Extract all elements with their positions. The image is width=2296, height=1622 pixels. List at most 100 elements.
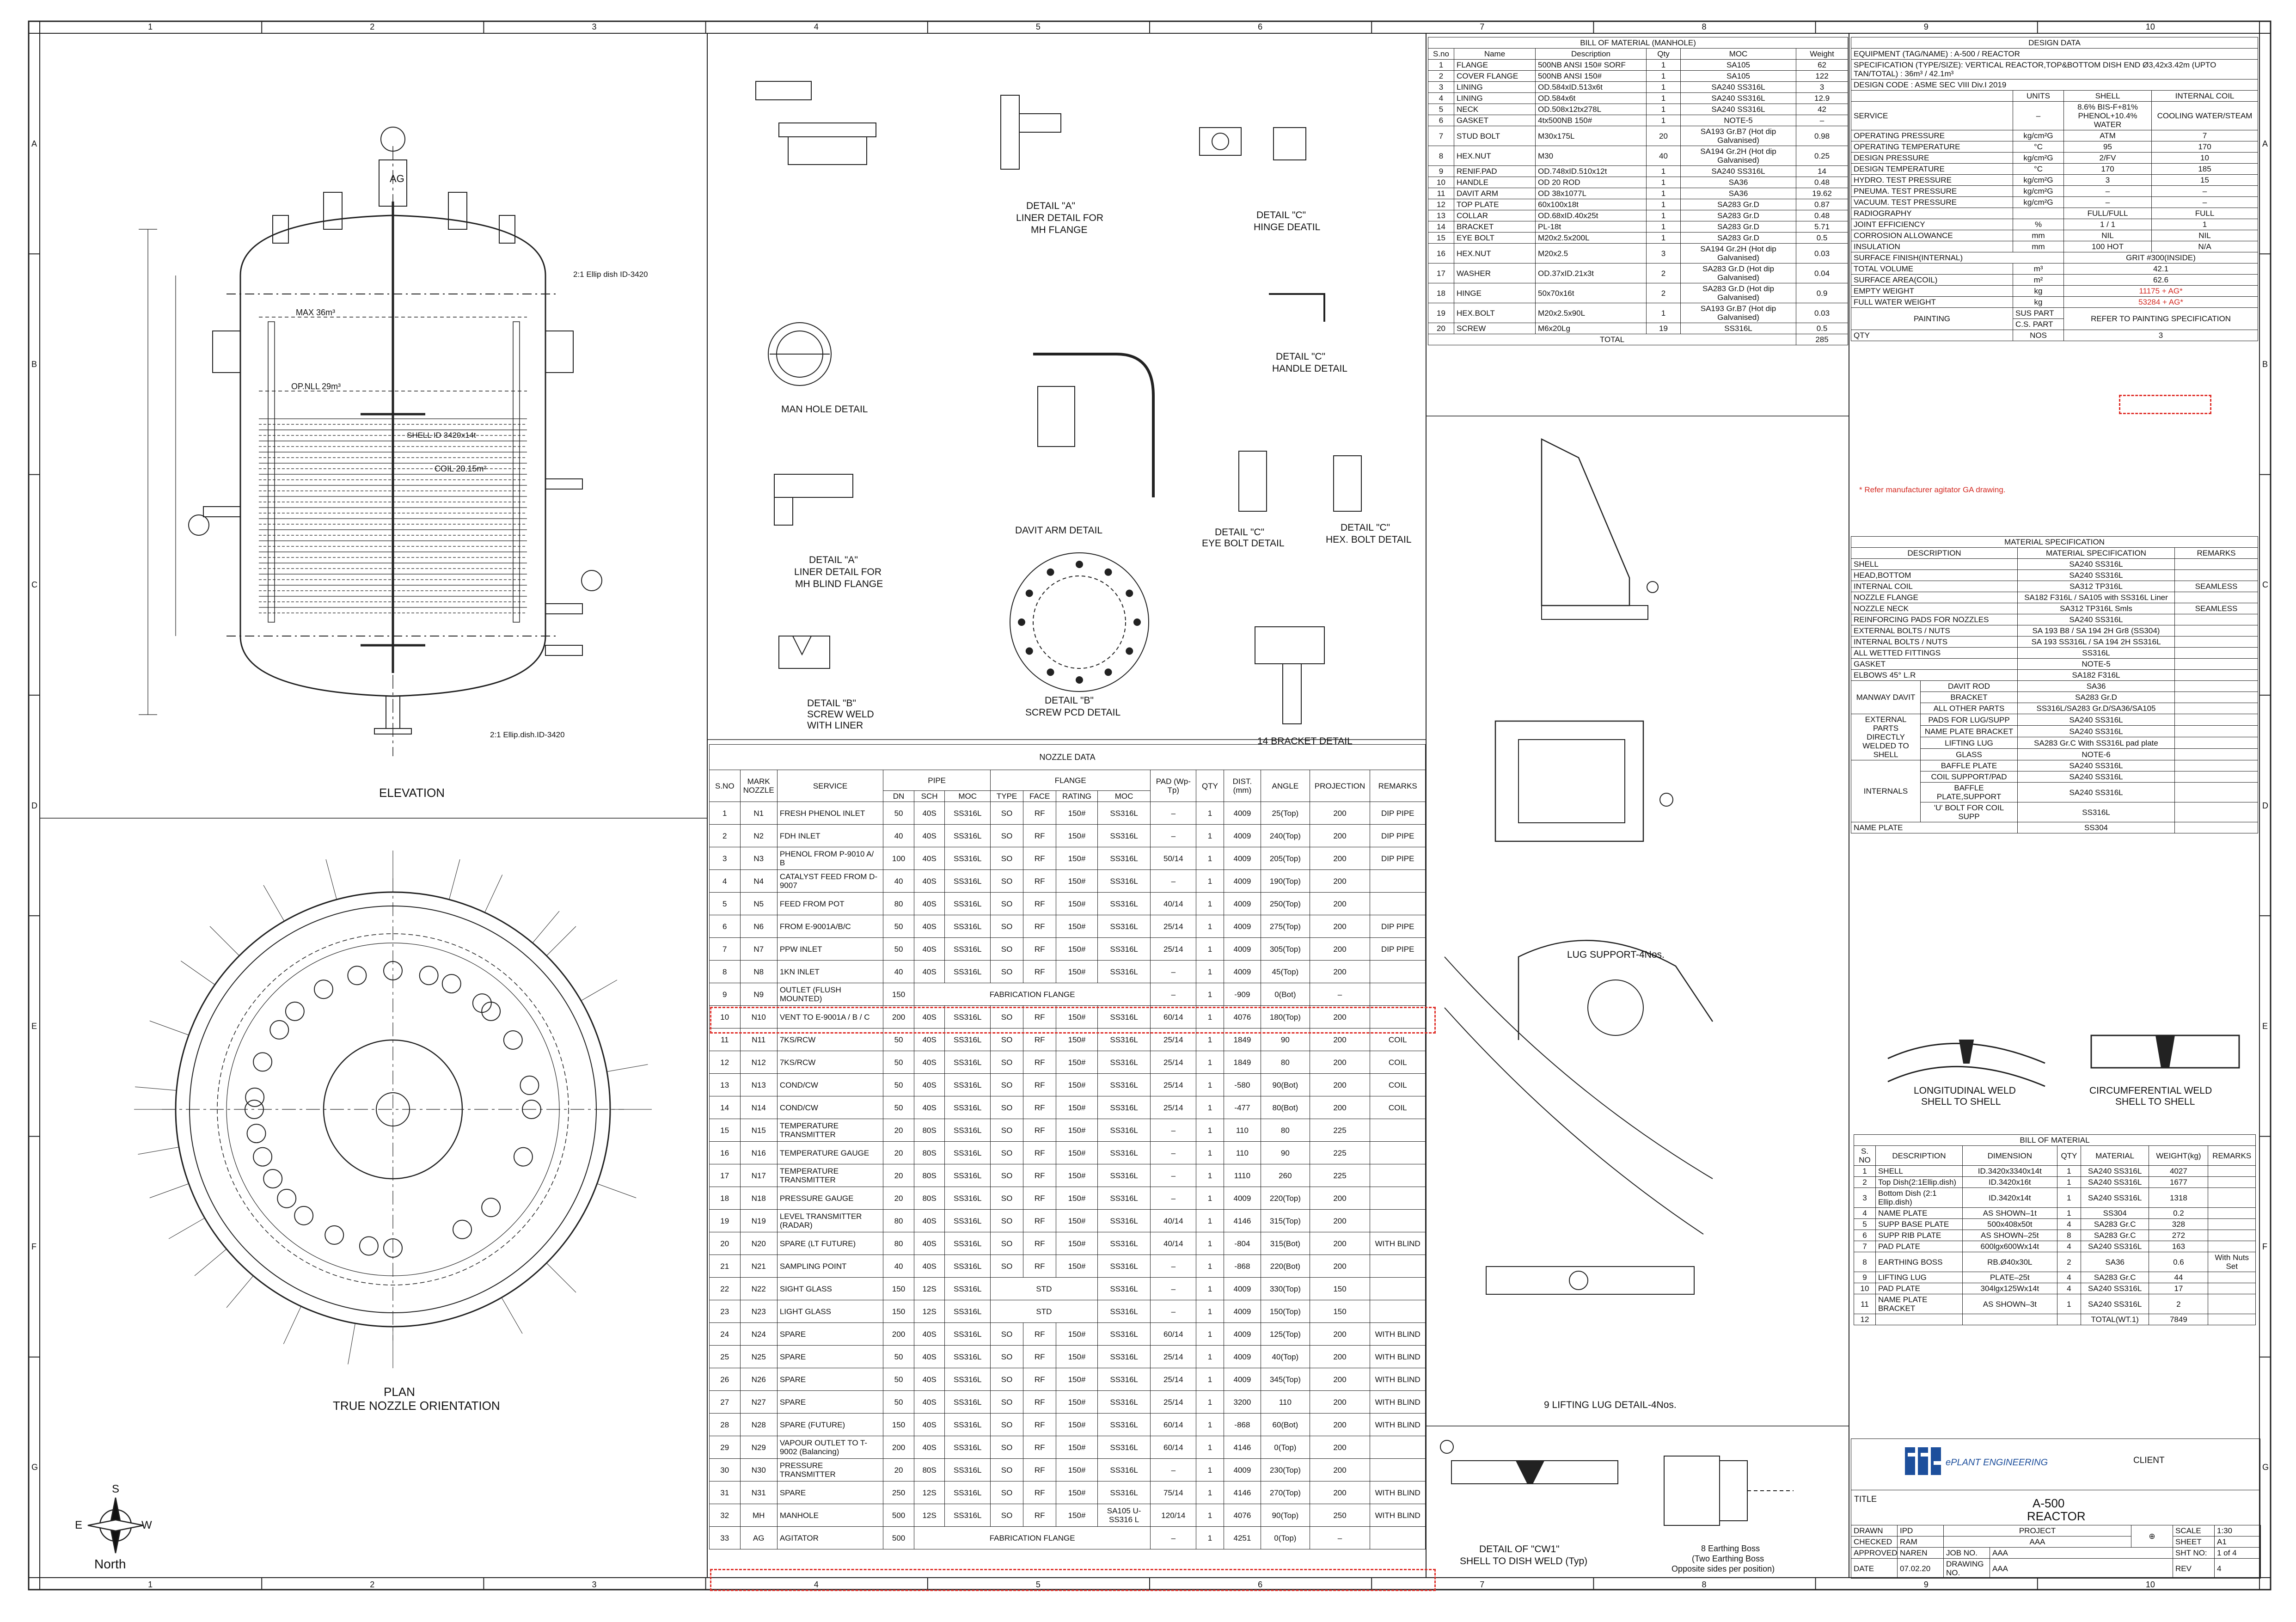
nozzle-cell: WITH BLIND <box>1370 1413 1426 1436</box>
nozzle-cell: 20 <box>883 1458 914 1481</box>
bom-cell <box>2208 1230 2256 1241</box>
nozzle-cell: PRESSURE TRANSMITTER <box>777 1458 884 1481</box>
nozzle-header: QTY <box>1196 770 1224 802</box>
frame-row-label: F <box>2262 1242 2267 1252</box>
design-data-cell: 1 / 1 <box>2063 219 2152 230</box>
nozzle-cell: PRESSURE GAUGE <box>777 1187 884 1210</box>
design-data-cell: 170 <box>2063 163 2152 175</box>
nozzle-cell: SO <box>990 1345 1024 1368</box>
nozzle-cell: 1 <box>1196 1187 1224 1210</box>
nozzle-cell: N31 <box>740 1481 778 1504</box>
nozzle-cell: 100 <box>883 847 914 870</box>
nozzle-cell: RF <box>1023 1255 1057 1278</box>
longitudinal-weld-2: SHELL TO SHELL <box>1921 1096 2001 1107</box>
nozzle-cell: N24 <box>740 1322 778 1346</box>
material-spec-cell: NOZZLE FLANGE <box>1851 592 2018 603</box>
elevation-max-level: MAX 36m³ <box>296 308 336 317</box>
nozzle-cell: 25/14 <box>1150 1051 1197 1074</box>
bom-header: DESCRIPTION <box>1875 1145 1963 1166</box>
design-painting-sus: SUS PART <box>2013 307 2064 319</box>
manhole-bom-cell: SA283 Gr.D <box>1680 210 1796 221</box>
nozzle-cell: 80 <box>1261 1119 1310 1142</box>
manhole-bom-cell: M30x175L <box>1535 126 1647 146</box>
nozzle-cell: RF <box>1023 1005 1057 1028</box>
design-data-cell: 10 <box>2151 152 2259 164</box>
nozzle-cell: N14 <box>740 1096 778 1119</box>
manhole-bom-cell: 1 <box>1646 210 1681 221</box>
design-painting-value: REFER TO PAINTING SPECIFICATION <box>2063 307 2259 330</box>
nozzle-cell: 150# <box>1056 1051 1098 1074</box>
nozzle-cell: PPW INLET <box>777 937 884 961</box>
name-plate-remarks <box>2174 822 2258 833</box>
design-water-weight-value: 53284 + AG* <box>2063 296 2259 308</box>
design-data-cell: SERVICE <box>1851 101 2013 130</box>
nozzle-cell: 150# <box>1056 1005 1098 1028</box>
bom-header: S. NO <box>1854 1145 1876 1166</box>
nozzle-cell: 4076 <box>1223 1504 1261 1527</box>
manhole-bom-cell: SA105 <box>1680 59 1796 71</box>
nozzle-cell: SS316L <box>1097 1390 1151 1414</box>
nozzle-cell: 4146 <box>1223 1209 1261 1232</box>
bom-cell: With Nuts Set <box>2208 1252 2256 1272</box>
design-empty-weight-value: 11175 + AG* <box>2063 285 2259 297</box>
nozzle-cell <box>1370 960 1426 983</box>
nozzle-cell: 1 <box>1196 915 1224 938</box>
manhole-bom-cell: 2 <box>1646 263 1681 283</box>
bom-cell: 2 <box>2057 1252 2082 1272</box>
nozzle-cell: 25(Top) <box>1261 802 1310 825</box>
bom-cell: SHELL <box>1875 1165 1963 1177</box>
lug-support-title: LUG SUPPORT-4Nos. <box>1567 949 1665 960</box>
nozzle-cell: SS316L <box>944 1232 991 1255</box>
manhole-bom-cell: SA36 <box>1680 188 1796 199</box>
nozzle-cell: 12 <box>709 1051 741 1074</box>
liner-blind-title-2: LINER DETAIL FOR <box>794 567 882 577</box>
material-spec-cell <box>2174 569 2258 581</box>
nozzle-subheader: SCH <box>913 790 945 802</box>
nozzle-cell: 50 <box>883 1390 914 1414</box>
compass-w: W <box>141 1519 152 1531</box>
nozzle-cell: 225 <box>1309 1164 1371 1187</box>
frame-row-label: B <box>31 359 37 369</box>
nozzle-header: ANGLE <box>1261 770 1310 802</box>
nozzle-cell: MH <box>740 1504 778 1527</box>
nozzle-header: S.NO <box>709 770 741 802</box>
nozzle-cell: 40S <box>913 1209 945 1232</box>
bom-cell: 1318 <box>2149 1187 2209 1208</box>
manhole-bom-cell: 500NB ANSI 150# <box>1535 70 1647 82</box>
nozzle-cell: 4009 <box>1223 1277 1261 1300</box>
nozzle-cell: 4251 <box>1223 1526 1261 1549</box>
project-label: PROJECT <box>1943 1525 2131 1536</box>
nozzle-cell: 110 <box>1261 1390 1310 1414</box>
manhole-bom-cell: GASKET <box>1454 115 1536 126</box>
nozzle-cell: N28 <box>740 1413 778 1436</box>
nozzle-cell <box>1370 1164 1426 1187</box>
nozzle-cell: SO <box>990 915 1024 938</box>
nozzle-cell: 150# <box>1056 1322 1098 1346</box>
manhole-bom-header: Qty <box>1646 48 1681 60</box>
nozzle-cell: 250 <box>883 1481 914 1504</box>
nozzle-cell: 80S <box>913 1119 945 1142</box>
frame-column-label: 7 <box>1480 22 1485 31</box>
nozzle-cell: 25/14 <box>1150 937 1197 961</box>
nozzle-cell <box>1370 1526 1426 1549</box>
bom-cell: ID.3420x14t <box>1962 1187 2057 1208</box>
nozzle-cell: SO <box>990 1051 1024 1074</box>
material-spec-group-value: SA240 SS316L <box>2017 771 2175 783</box>
bom-cell: AS SHOWN–25t <box>1962 1230 2057 1241</box>
nozzle-cell: SO <box>990 1413 1024 1436</box>
manhole-bom-cell: HEX.BOLT <box>1454 303 1536 323</box>
manhole-bom-cell: M20x2.5x200L <box>1535 232 1647 244</box>
bom-cell: 4 <box>2057 1283 2082 1294</box>
nozzle-cell: TEMPERATURE GAUGE <box>777 1141 884 1164</box>
nozzle-cell: 150# <box>1056 937 1098 961</box>
lifting-lug-title: 9 LIFTING LUG DETAIL-4Nos. <box>1544 1400 1677 1410</box>
manhole-bom-cell: SA240 SS316L <box>1680 165 1796 177</box>
